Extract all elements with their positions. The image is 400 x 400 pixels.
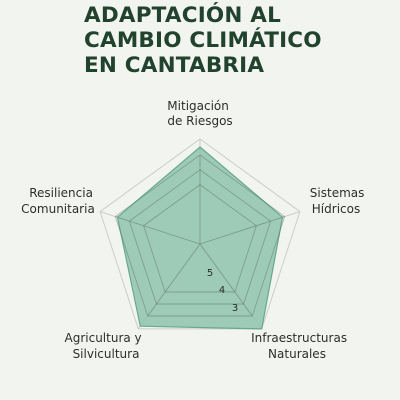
title-line-1: ADAPTACIÓN AL: [84, 3, 281, 28]
series-polygon: [116, 146, 284, 330]
axis-label-mitigacion: Mitigación de Riesgos: [167, 99, 232, 128]
inner-spoke: [199, 243, 253, 317]
inner-spoke: [147, 243, 201, 317]
chart-title: ADAPTACIÓN AL CAMBIO CLIMÁTICO EN CANTAB…: [84, 3, 384, 78]
inner-spoke: [115, 216, 201, 245]
title-line-2: CAMBIO CLIMÁTICO: [84, 28, 322, 53]
tick-label-5: 5: [207, 268, 213, 279]
grid-ring-outer: [99, 138, 301, 330]
axis-label-agricultura: Agricultura y Silvicultura: [65, 331, 146, 361]
grid-ring-1: [143, 184, 257, 293]
axis-label-sistemas: Sistemas Hídricos: [310, 186, 368, 216]
tick-label-3: 3: [232, 303, 238, 314]
grid-ring-2: [128, 169, 272, 305]
grid-ring-3: [114, 154, 286, 317]
axis-label-resiliencia: Resiliencia Comunitaria: [21, 186, 97, 216]
inner-spoke: [199, 216, 285, 245]
tick-label-4: 4: [219, 285, 225, 296]
axis-labels: Mitigación de Riesgos Sistemas Hídricos …: [21, 99, 368, 361]
tick-labels: 5 4 3: [207, 268, 238, 314]
axis-label-infraestructuras: Infraestructuras Naturales: [251, 331, 351, 361]
radar-inner-grid: [114, 154, 286, 317]
title-line-3: EN CANTABRIA: [84, 53, 265, 78]
